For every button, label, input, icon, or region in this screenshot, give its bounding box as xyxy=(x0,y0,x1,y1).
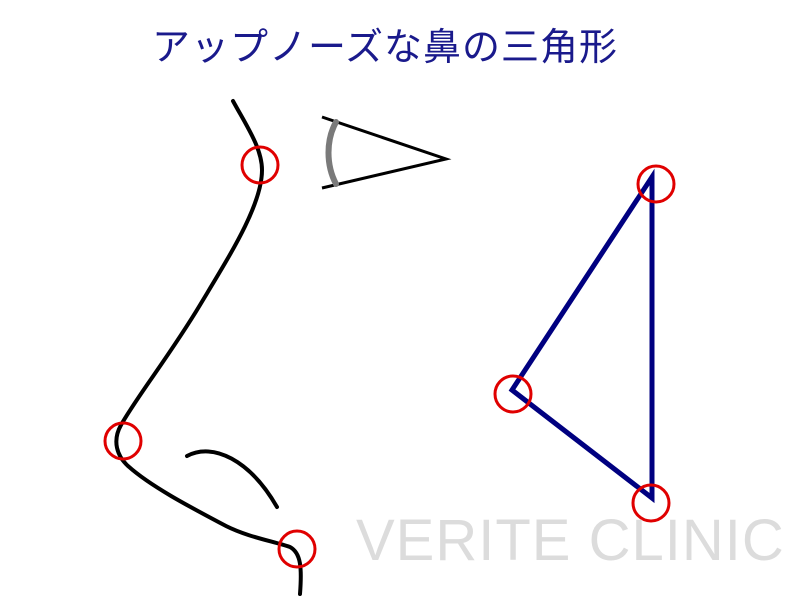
triangle-top-vertex-marker xyxy=(636,164,676,204)
eye-icon xyxy=(321,115,452,190)
triangle-bottom-vertex-marker xyxy=(631,483,671,523)
diagram-title: アップノーズな鼻の三角形 xyxy=(151,25,619,69)
clinic-watermark: VERITE CLINIC xyxy=(356,508,785,573)
eye-iris xyxy=(325,119,339,187)
triangle-left-vertex-marker xyxy=(493,374,533,414)
nasion-marker xyxy=(240,145,280,185)
eye-outline xyxy=(321,115,452,190)
nostril-curve xyxy=(185,449,279,509)
nose-triangle xyxy=(508,168,655,504)
subnasale-marker xyxy=(277,529,317,569)
nose-tip-marker xyxy=(103,421,143,461)
nose-profile-line xyxy=(114,99,303,596)
